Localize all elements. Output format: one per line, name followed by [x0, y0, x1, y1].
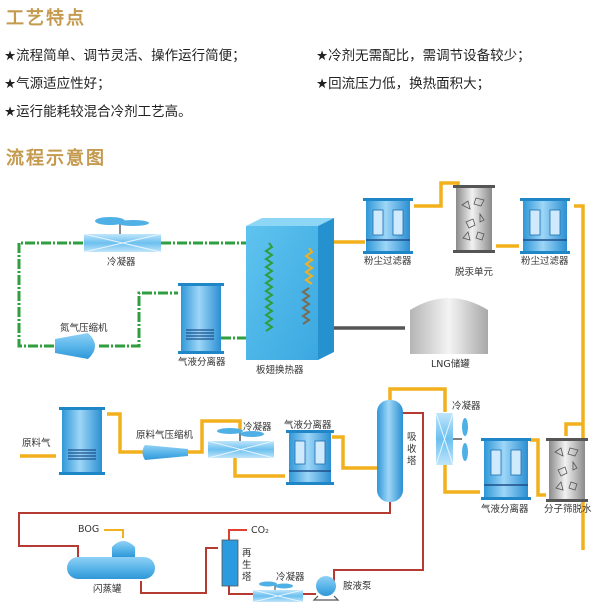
gas-line-bottom: [20, 387, 583, 497]
lng-tank: [410, 298, 488, 354]
amine-pump: [312, 576, 340, 601]
bog-line: [104, 529, 124, 538]
amine-pump-label: 胺液泵: [343, 580, 372, 592]
condenser-top: [83, 217, 162, 253]
feed-gas-label: 原料气: [22, 437, 51, 449]
gl-separator-top-label: 气液分离器: [178, 356, 226, 368]
condenser-right: [435, 412, 468, 466]
gl-separator-right-label: 气液分离器: [481, 503, 529, 515]
nitrogen-compressor: [55, 333, 95, 359]
plate-fin-heat-exchanger: [246, 218, 334, 360]
co2-line: [228, 529, 247, 541]
nitrogen-compressor-label: 氮气压缩机: [60, 322, 108, 334]
condenser-mid-label: 冷凝器: [243, 421, 272, 433]
condenser-bottom-label: 冷凝器: [276, 571, 305, 583]
dust-filter-2-label: 粉尘过滤器: [521, 255, 569, 267]
feed-compressor: [142, 445, 188, 460]
flash-tank-label: 闪蒸罐: [93, 583, 122, 595]
feed-vessel: [59, 407, 105, 475]
gl-separator-right: [481, 438, 531, 500]
bog-label: BOG: [78, 524, 99, 535]
feature-item: ★流程简单、调节灵活、操作运行简便；: [4, 48, 246, 64]
condenser-mid: [207, 428, 275, 459]
regeneration-column: [221, 539, 239, 587]
condenser-bottom: [252, 581, 304, 603]
condenser-top-label: 冷凝器: [107, 256, 136, 268]
dust-filter-1: [363, 198, 413, 254]
regen-label-3: 塔: [242, 571, 252, 583]
absorber-column: [377, 400, 403, 502]
lng-tank-label: LNG储罐: [431, 358, 470, 370]
feature-item: ★气源适应性好；: [4, 76, 111, 92]
amine-loop: [18, 412, 424, 595]
feature-item: ★回流压力低，换热面积大；: [316, 76, 491, 92]
absorber-label-1: 吸: [407, 432, 417, 443]
gl-separator-mid: [286, 430, 334, 485]
dust-filter-2: [520, 198, 570, 254]
mol-sieve-label: 分子筛脱水: [544, 503, 592, 515]
molecular-sieve-dehydrator: [546, 438, 588, 502]
plate-fin-hx-label: 板翅换热器: [256, 364, 304, 376]
regen-label-1: 再: [242, 548, 252, 559]
co2-label: CO₂: [251, 525, 269, 536]
mercury-removal-label: 脱汞单元: [455, 266, 494, 278]
feature-item: ★运行能耗较混合冷剂工艺高。: [4, 104, 192, 120]
condenser-right-label: 冷凝器: [452, 400, 481, 412]
absorber-label-3: 塔: [407, 455, 417, 467]
dust-filter-1-label: 粉尘过滤器: [364, 255, 412, 267]
gl-separator-top: [178, 283, 224, 354]
feature-item: ★冷剂无需配比，需调节设备较少；: [316, 48, 531, 64]
features-heading: 工艺特点: [6, 8, 86, 29]
regen-label-2: 生: [242, 559, 252, 571]
gl-separator-mid-label: 气液分离器: [284, 419, 332, 431]
process-flow-diagram: 板翅换热器 冷凝器 氮气压缩机 气液分离器 粉尘过滤器 脱汞单元: [17, 181, 592, 603]
mercury-removal-unit: [453, 185, 495, 253]
nitrogen-loop: [17, 241, 271, 348]
feed-compressor-label: 原料气压缩机: [136, 429, 194, 441]
flash-tank: [67, 541, 155, 579]
diagram-heading: 流程示意图: [6, 148, 106, 169]
absorber-label-2: 收: [407, 443, 417, 455]
